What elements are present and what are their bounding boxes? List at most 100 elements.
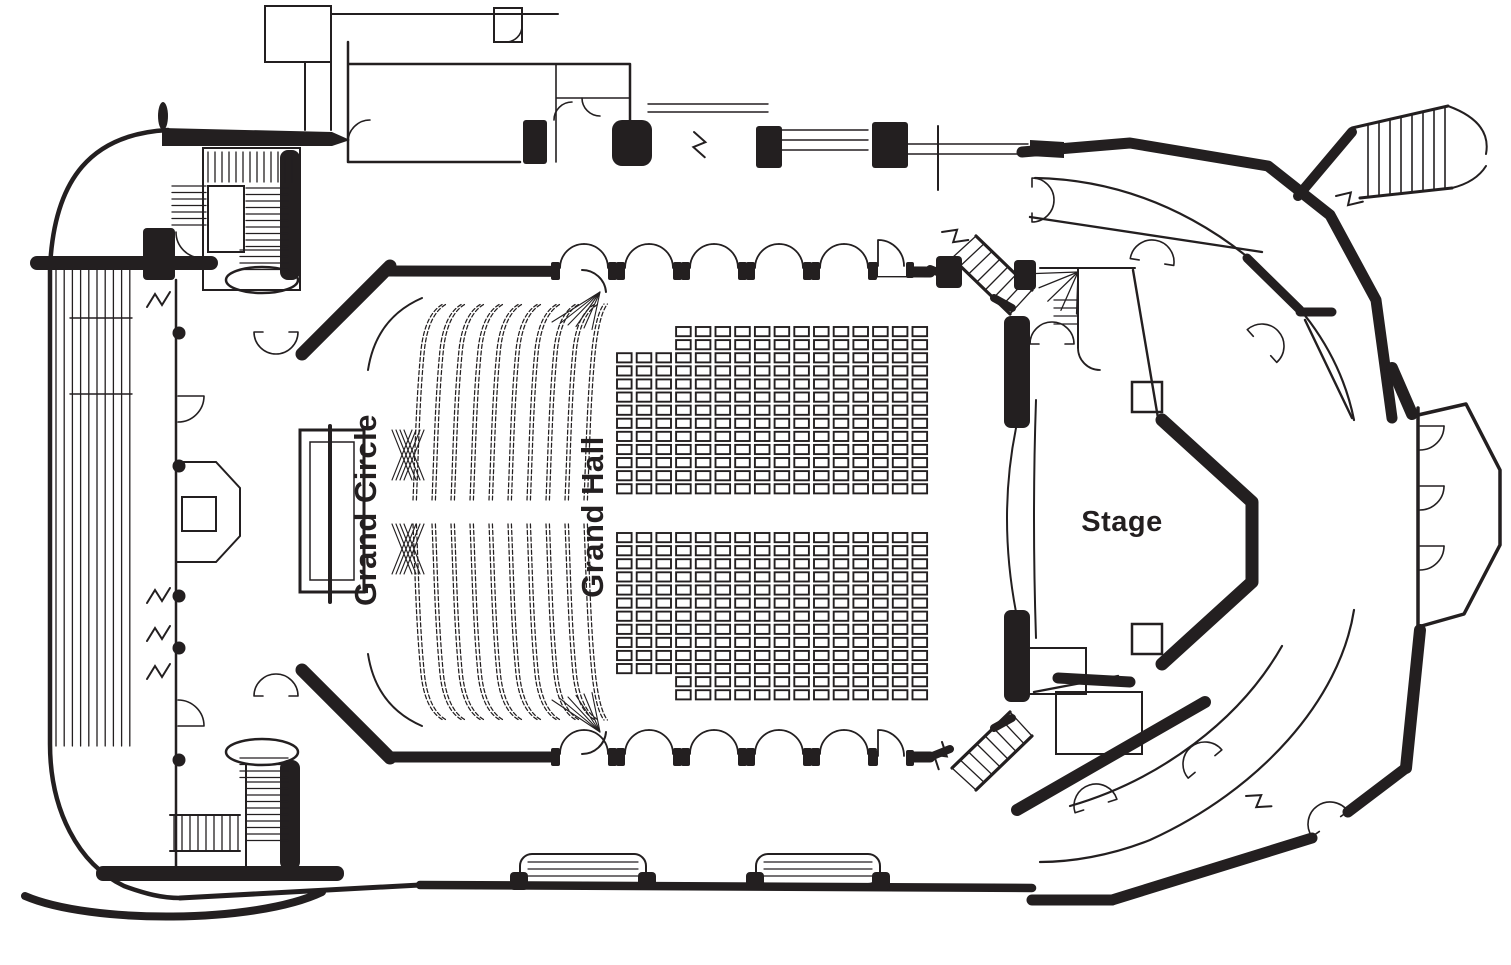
stage-label: Stage bbox=[1081, 506, 1162, 538]
exterior-steps-lines bbox=[907, 143, 1029, 155]
backstage-room bbox=[1055, 691, 1143, 755]
corridor-wall bbox=[1303, 318, 1354, 420]
wall-pier bbox=[523, 120, 547, 164]
lobby bbox=[21, 102, 371, 921]
north-annex bbox=[264, 5, 1064, 191]
northwest-diagonal-wall bbox=[295, 259, 397, 361]
lobby-bay bbox=[175, 461, 241, 563]
grand-hall-label: Grand Hall bbox=[575, 436, 610, 598]
wall-break-symbols bbox=[146, 131, 1364, 809]
wall-pier bbox=[756, 126, 782, 168]
grand-hall-area: Grand Hall bbox=[575, 326, 929, 701]
corridor-doors bbox=[253, 177, 1349, 838]
stair-wall bbox=[280, 760, 300, 870]
door-arc bbox=[175, 231, 203, 259]
annex-room-box bbox=[264, 5, 332, 63]
lobby-north-wall bbox=[162, 128, 350, 146]
door-arc bbox=[505, 25, 523, 43]
column bbox=[158, 102, 168, 130]
southwest-diagonal-wall bbox=[295, 663, 397, 765]
corridor-wall bbox=[1028, 215, 1264, 254]
circle-box bbox=[298, 428, 366, 594]
northwest-staircase bbox=[171, 147, 301, 295]
wall-pier bbox=[1014, 260, 1036, 290]
stage-prop-square bbox=[1130, 622, 1164, 656]
annex-main-walls bbox=[346, 40, 632, 164]
corridor-inner-curve bbox=[1033, 176, 1356, 422]
corridor-wall bbox=[1068, 644, 1284, 808]
southeast-diagonal-wall bbox=[1342, 762, 1412, 818]
wall-connector bbox=[1386, 362, 1418, 420]
stage-front-line bbox=[1033, 399, 1037, 639]
stage-south-wall-bar bbox=[1052, 672, 1136, 688]
stage-area: Stage bbox=[936, 256, 1259, 755]
door-arc bbox=[1077, 347, 1101, 371]
stair-treads bbox=[173, 757, 289, 851]
bay-doors bbox=[1419, 425, 1445, 571]
southeast-diagonal-wall bbox=[1106, 832, 1318, 906]
wall-pier bbox=[143, 228, 175, 280]
stair-rails bbox=[1350, 104, 1454, 200]
wall-pier bbox=[872, 122, 908, 168]
orchestra-apron-curve bbox=[1006, 427, 1017, 613]
door-arc bbox=[347, 117, 371, 143]
east-loading-bay bbox=[1386, 362, 1502, 774]
entrance-steps bbox=[55, 269, 133, 747]
wall-connector bbox=[1400, 624, 1426, 774]
annex-corridor-walls bbox=[304, 61, 332, 131]
wall-pier bbox=[936, 256, 962, 288]
door-arc bbox=[177, 699, 205, 727]
hall-seats-upper-block bbox=[616, 326, 929, 495]
wall-pier bbox=[612, 120, 652, 166]
north-door-row bbox=[551, 239, 914, 280]
south-platform-cap bbox=[96, 866, 344, 881]
stage-wing-wall bbox=[1131, 268, 1160, 420]
exterior-steps-lines bbox=[647, 103, 769, 113]
grand-circle-area: Grand Circle bbox=[298, 268, 609, 756]
pilaster bbox=[172, 326, 186, 340]
stair-rails bbox=[169, 763, 283, 875]
proscenium-pier-south bbox=[1004, 610, 1030, 702]
corridor-inner-curve bbox=[1038, 608, 1356, 864]
door-arc bbox=[177, 395, 205, 423]
vomitory-fans bbox=[551, 268, 607, 756]
backstage-corridors bbox=[146, 104, 1502, 906]
door-arc bbox=[553, 101, 573, 121]
stage-back-wall bbox=[1155, 413, 1259, 671]
circle-rear-curve bbox=[367, 297, 423, 371]
stair-newel bbox=[224, 265, 300, 295]
bay-outer-wall bbox=[1416, 402, 1502, 629]
circle-seat-rows-upper bbox=[412, 303, 609, 501]
circle-box-inner bbox=[309, 441, 355, 581]
bay-kiosk bbox=[181, 496, 217, 532]
pilaster bbox=[172, 459, 186, 473]
stage-winder-stair bbox=[1035, 267, 1136, 371]
exterior-steps-lines bbox=[781, 129, 869, 151]
northeast-external-stair bbox=[1293, 104, 1488, 201]
southeast-vomitory-stair bbox=[950, 710, 1034, 792]
stair-treads bbox=[1367, 105, 1446, 198]
corridor-wall-thick bbox=[1242, 253, 1337, 317]
south-entrance-steps bbox=[510, 853, 890, 890]
pilaster bbox=[172, 641, 186, 655]
proscenium-pier-north bbox=[1004, 316, 1030, 428]
stair-treads bbox=[171, 151, 293, 271]
stair-curve bbox=[1447, 105, 1488, 189]
pilaster bbox=[172, 589, 186, 603]
south-platform-curve bbox=[21, 888, 326, 921]
corridor-wall-thick bbox=[1011, 696, 1211, 816]
southwest-staircase bbox=[169, 737, 300, 875]
grand-circle-label: Grand Circle bbox=[348, 414, 383, 606]
auditorium-shell bbox=[295, 234, 1034, 792]
entry-landing-cap bbox=[30, 256, 218, 270]
stair-void bbox=[207, 185, 245, 253]
door-arc bbox=[581, 97, 601, 117]
winder-treads bbox=[1035, 271, 1079, 325]
hall-seats-lower-block bbox=[616, 532, 929, 701]
stage-prop-square bbox=[1130, 380, 1164, 414]
south-door-row bbox=[551, 729, 914, 766]
circle-side-steps-hatch bbox=[391, 429, 425, 575]
circle-rear-curve bbox=[367, 653, 423, 727]
